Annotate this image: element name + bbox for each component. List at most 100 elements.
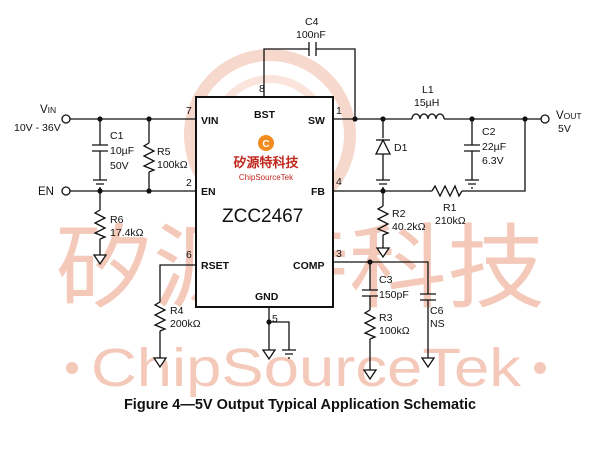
r4-value: 200kΩ: [170, 318, 201, 330]
junction-gnd: [266, 319, 272, 325]
ground-symbols: [92, 175, 479, 381]
diode-d1: [374, 138, 392, 155]
junction-out-fb: [522, 116, 528, 122]
junction-sw-d1: [380, 116, 386, 122]
resistor-r2: [376, 205, 390, 236]
pin-label-bst: BST: [254, 109, 276, 121]
vout-value: 5V: [558, 123, 571, 135]
pin-number-comp: 3: [336, 248, 342, 260]
ground-icon-r2: [375, 247, 391, 259]
logo-icon-glyph: C: [262, 139, 269, 150]
vin-range: 10V - 36V: [14, 122, 61, 134]
r3-name: R3: [379, 312, 393, 324]
capacitor-c1: [92, 144, 108, 152]
wire-r4: [159, 264, 196, 358]
output-labels: VOUT 5V: [556, 110, 582, 135]
l1-value: 15µH: [414, 97, 439, 109]
watermark-english-text: ChipSourceTek: [91, 338, 522, 398]
watermark-dot-right: [534, 362, 546, 374]
junction-out-c2: [469, 116, 475, 122]
pin-label-gnd: GND: [255, 291, 279, 303]
ground-icon-gnd-right: [282, 349, 296, 359]
pin-label-en: EN: [201, 186, 216, 198]
c1-value1: 10µF: [110, 145, 134, 157]
junction-en-r6: [97, 188, 103, 194]
capacitor-c4: [308, 42, 317, 56]
pin-number-en: 2: [186, 177, 192, 189]
terminal-vin: [61, 114, 71, 124]
r5-value: 100kΩ: [157, 159, 188, 171]
pin-label-comp: COMP: [293, 260, 325, 272]
logo-icon: [258, 135, 274, 151]
pin-label-vin: VIN: [201, 115, 219, 127]
d1-name: D1: [394, 142, 408, 154]
logo-chinese: 矽源特科技: [233, 155, 299, 170]
pin-number-bst: 8: [259, 83, 265, 95]
junction-vin-r5: [146, 116, 152, 122]
resistor-r6: [93, 209, 107, 240]
ground-icon-r4: [152, 357, 168, 369]
junction-vin-c1: [97, 116, 103, 122]
en-input-label: EN: [38, 186, 54, 198]
pin-label-fb: FB: [311, 186, 325, 198]
resistor-r1: [431, 184, 463, 198]
c4-value: 100nF: [296, 29, 326, 41]
capacitor-c6: [420, 293, 436, 301]
c3-name: C3: [379, 274, 393, 286]
resistor-r3: [363, 309, 377, 340]
pin-number-rset: 6: [186, 249, 192, 261]
ground-icon-c2: [465, 177, 479, 189]
inductor-l1: [411, 113, 445, 120]
r1-name: R1: [443, 202, 457, 214]
wire-comp: [333, 261, 429, 370]
l1-name: L1: [422, 84, 434, 96]
c2-name: C2: [482, 126, 496, 138]
c2-value2: 6.3V: [482, 155, 504, 167]
junction-comp-c3: [367, 259, 373, 265]
c1-name: C1: [110, 130, 124, 142]
r2-name: R2: [392, 208, 406, 220]
pin-numbers: 7 2 6 8 1 4 3 5: [186, 83, 342, 325]
capacitor-c3: [362, 289, 378, 297]
c6-name: C6: [430, 305, 444, 317]
c2-value1: 22µF: [482, 141, 506, 153]
ic-body: [195, 96, 334, 308]
pin-label-rset: RSET: [201, 260, 230, 272]
c1-value2: 50V: [110, 160, 129, 172]
vin-label: VIN: [40, 104, 56, 116]
resistor-r4: [153, 301, 167, 332]
vout-label: VOUT: [556, 110, 582, 122]
ic-zcc2467: BST VIN SW EN FB RSET COMP GND C 矽源特科技 C…: [195, 96, 334, 308]
ground-icon-gnd-left: [261, 349, 277, 361]
input-labels: VIN 10V - 36V EN: [14, 104, 61, 198]
pin-number-gnd: 5: [272, 313, 278, 325]
terminal-vout: [540, 114, 550, 124]
resistor-r5: [142, 142, 156, 173]
junctions: [97, 116, 528, 325]
logo-english: ChipSourceTek: [239, 173, 294, 182]
ground-icon-r3: [362, 369, 378, 381]
c4-name: C4: [305, 16, 319, 28]
r1-value: 210kΩ: [435, 215, 466, 227]
c6-value: NS: [430, 318, 445, 330]
ground-icon-c1: [93, 175, 107, 189]
wire-bst: [263, 48, 356, 119]
r4-name: R4: [170, 305, 184, 317]
r2-value: 40.2kΩ: [392, 221, 426, 233]
junction-fb-r2: [380, 188, 386, 194]
junction-en-r5: [146, 188, 152, 194]
pin-number-sw: 1: [336, 105, 342, 117]
r6-name: R6: [110, 214, 124, 226]
pin-number-vin: 7: [186, 105, 192, 117]
figure-caption: Figure 4—5V Output Typical Application S…: [124, 397, 476, 413]
junction-sw-bst: [352, 116, 358, 122]
terminal-en: [61, 186, 71, 196]
watermark-dot-left: [66, 362, 78, 374]
chipsourcetek-logo: C 矽源特科技 ChipSourceTek: [233, 135, 299, 182]
pin-number-fb: 4: [336, 176, 342, 188]
ground-icon-d1: [376, 177, 390, 189]
wires: [70, 48, 541, 370]
component-labels: C1 10µF 50V R5 100kΩ R6 17.4kΩ R4 200kΩ …: [110, 16, 506, 337]
c3-value: 150pF: [379, 289, 409, 301]
